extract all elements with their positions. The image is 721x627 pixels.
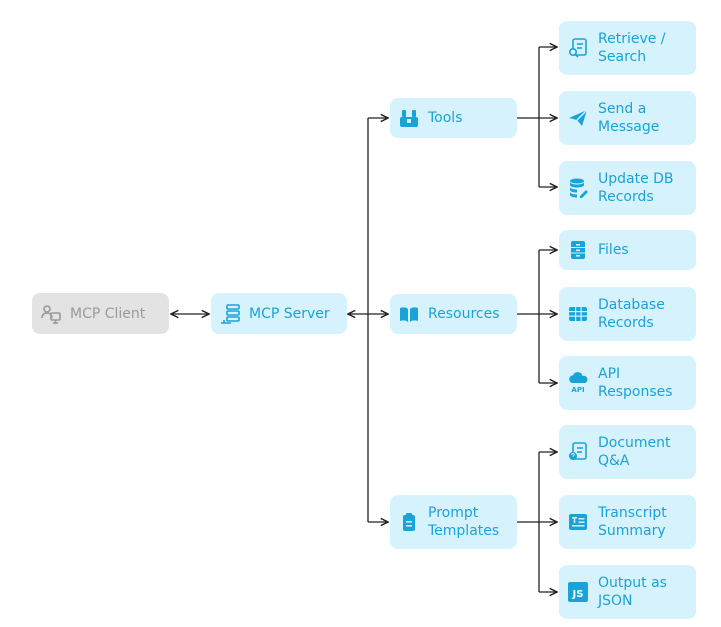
mcp-server-label: MCP Server [249, 305, 330, 322]
database-records-node: Database Records [559, 287, 696, 341]
send-message-node: Send a Message [559, 91, 696, 145]
api-icon-text: API [571, 386, 584, 394]
retrieve-search-node: Retrieve / Search [559, 21, 696, 75]
users-monitor-icon [40, 303, 62, 325]
output-json-label: Output as JSON [598, 575, 667, 609]
transcript-summary-label: Transcript Summary [598, 505, 667, 539]
server-stack-icon [219, 303, 241, 325]
document-qa-node: Document Q&A [559, 425, 696, 479]
prompt-templates-label: Prompt Templates [428, 505, 500, 539]
js-file-icon: JS [567, 581, 589, 603]
file-cabinet-icon [567, 239, 589, 261]
files-label: Files [598, 242, 629, 258]
paper-plane-icon [567, 107, 589, 129]
mcp-client-label: MCP Client [70, 305, 146, 322]
open-book-icon [398, 303, 420, 325]
document-qa-label: Document Q&A [598, 435, 671, 469]
tools-node: Tools [390, 98, 517, 138]
api-responses-label: API Responses [598, 366, 673, 400]
clipboard-hand-icon [398, 511, 420, 533]
transcript-summary-node: Transcript Summary [559, 495, 696, 549]
document-search-icon [567, 37, 589, 59]
mcp-client-node: MCP Client [32, 293, 169, 334]
files-node: Files [559, 230, 696, 270]
toolbox-icon [398, 107, 420, 129]
tools-label: Tools [428, 110, 463, 126]
cloud-api-icon: API [567, 372, 589, 394]
text-summary-icon [567, 511, 589, 533]
output-json-node: JS Output as JSON [559, 565, 696, 619]
prompt-templates-node: Prompt Templates [390, 495, 517, 549]
js-icon-text: JS [572, 589, 584, 600]
document-question-icon [567, 441, 589, 463]
mcp-server-node: MCP Server [211, 293, 347, 334]
send-message-label: Send a Message [598, 101, 660, 135]
update-db-records-node: Update DB Records [559, 161, 696, 215]
retrieve-search-label: Retrieve / Search [598, 31, 666, 65]
database-pencil-icon [567, 177, 589, 199]
resources-label: Resources [428, 306, 500, 322]
resources-node: Resources [390, 294, 517, 334]
table-icon [567, 303, 589, 325]
database-records-label: Database Records [598, 297, 665, 331]
update-db-records-label: Update DB Records [598, 171, 674, 205]
api-responses-node: API API Responses [559, 356, 696, 410]
